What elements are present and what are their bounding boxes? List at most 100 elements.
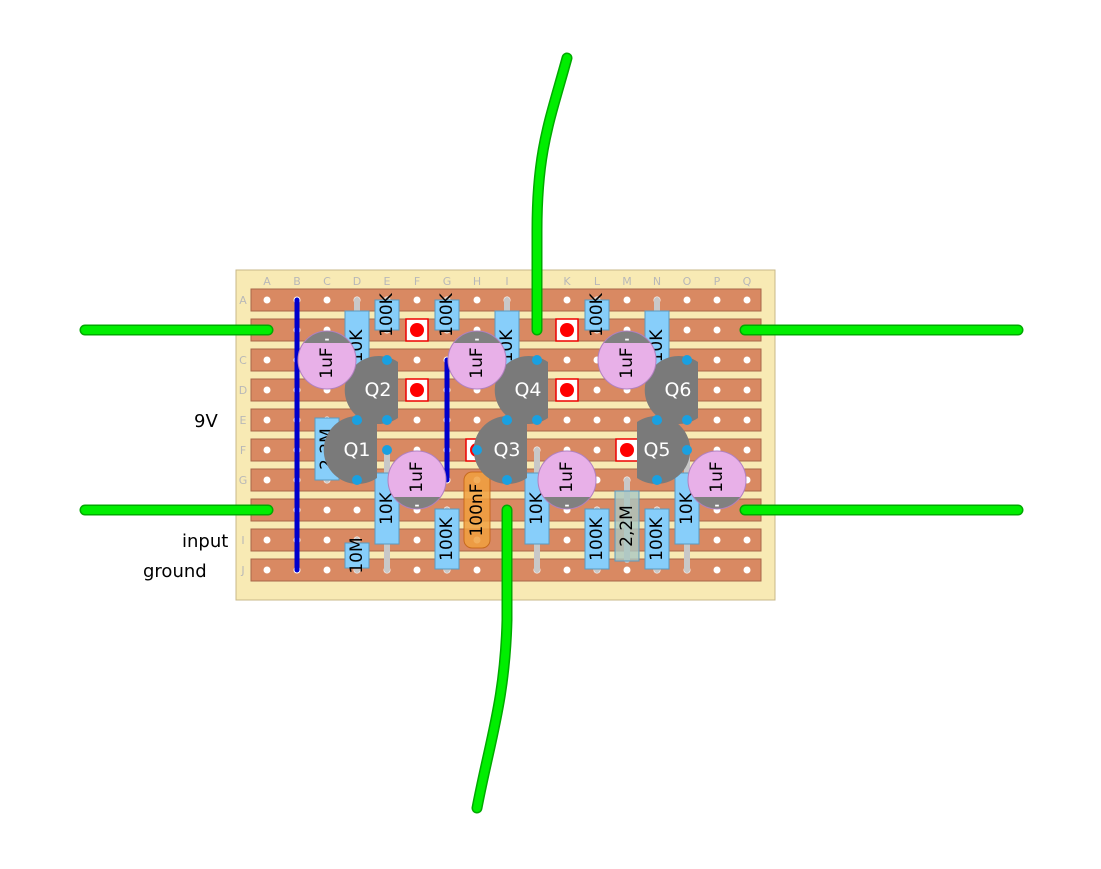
resistor: 100K [374, 292, 400, 337]
column-label: O [683, 275, 692, 288]
capacitor-value: 1uF [557, 461, 577, 492]
capacitor-minus-sign: - [715, 498, 720, 512]
transistor-pin [472, 445, 482, 455]
row-label: J [240, 564, 244, 577]
transistor-label: Q1 [343, 439, 370, 461]
hole [623, 566, 631, 574]
hole [473, 566, 481, 574]
hole [263, 386, 271, 394]
transistor-pin [682, 415, 692, 425]
resistor-body [584, 508, 610, 570]
capacitor-value: 1uF [707, 461, 727, 492]
column-label: E [384, 275, 391, 288]
resistor: 100K [434, 292, 460, 337]
row-label: I [241, 534, 244, 547]
hole [743, 446, 751, 454]
hole [323, 296, 331, 304]
capacitor-outline [297, 330, 357, 390]
capacitor-body [538, 451, 596, 509]
capacitor-body [298, 331, 356, 389]
transistor-pin [502, 475, 512, 485]
capacitor-outline [537, 450, 597, 510]
resistor-value: 100K [437, 516, 457, 560]
hole [743, 566, 751, 574]
resistor: 10M [344, 537, 370, 574]
hole [473, 416, 481, 424]
column-label: D [353, 275, 361, 288]
capacitor-minus-sign: - [475, 332, 480, 346]
electrolytic-capacitor: -1uF [447, 330, 507, 390]
hole [713, 536, 721, 544]
power-label: 9V [194, 411, 218, 432]
hole [263, 356, 271, 364]
column-label: L [594, 275, 601, 288]
hole [263, 446, 271, 454]
hole [743, 296, 751, 304]
column-label: K [563, 275, 571, 288]
hole [263, 536, 271, 544]
capacitor-outline [387, 450, 447, 510]
hole [563, 296, 571, 304]
resistor: 100K [584, 292, 610, 337]
resistor-value: 2,2M [617, 505, 637, 547]
hole [713, 416, 721, 424]
track-cut-dot [560, 383, 574, 397]
row-label: G [239, 474, 248, 487]
capacitor-body [448, 331, 506, 389]
transistor-body [323, 416, 377, 484]
resistor-value: 100K [647, 516, 667, 560]
hole [263, 566, 271, 574]
transistor-pin [652, 415, 662, 425]
row-label: F [240, 444, 246, 457]
hole [593, 446, 601, 454]
hole [473, 296, 481, 304]
hole [713, 566, 721, 574]
hole [413, 536, 421, 544]
transistor-pin [352, 415, 362, 425]
transistor-pin [532, 415, 542, 425]
transistor-pin [352, 475, 362, 485]
resistor-value: 100K [587, 292, 607, 336]
column-label: F [414, 275, 420, 288]
hole [413, 416, 421, 424]
hole [413, 566, 421, 574]
column-label: N [653, 275, 661, 288]
capacitor-body [598, 331, 656, 389]
hole [683, 326, 691, 334]
track-cut [615, 438, 639, 462]
resistor-body [434, 508, 460, 570]
hole [713, 356, 721, 364]
capacitor-value: 1uF [467, 347, 487, 378]
top-wire [533, 54, 571, 334]
hole [413, 356, 421, 364]
bottom-wire [473, 506, 511, 812]
resistor-value: 10K [527, 491, 547, 525]
film-capacitor-value: 100nF [467, 483, 487, 536]
hole [713, 296, 721, 304]
transistor: Q4 [494, 355, 548, 425]
column-label: G [443, 275, 452, 288]
resistor-body [644, 508, 670, 570]
track-cut-dot [620, 443, 634, 457]
capacitor-value: 1uF [317, 347, 337, 378]
track-cut [405, 318, 429, 342]
track-cut-dot [410, 323, 424, 337]
transistor-pin [502, 415, 512, 425]
transistor-label: Q5 [643, 439, 670, 461]
hole [623, 416, 631, 424]
column-label: I [505, 275, 508, 288]
hole [323, 536, 331, 544]
hole [563, 566, 571, 574]
capacitor-outline [447, 330, 507, 390]
transistor-pin [532, 355, 542, 365]
capacitor-minus-sign: - [565, 498, 570, 512]
input-label: input [182, 531, 229, 552]
resistor-body [584, 299, 610, 331]
resistor-value: 100K [437, 292, 457, 336]
transistor-body [644, 356, 698, 424]
column-label: C [323, 275, 331, 288]
row-label: D [239, 384, 247, 397]
hole [743, 536, 751, 544]
row-label: E [240, 414, 247, 427]
transistor-label: Q3 [493, 439, 520, 461]
